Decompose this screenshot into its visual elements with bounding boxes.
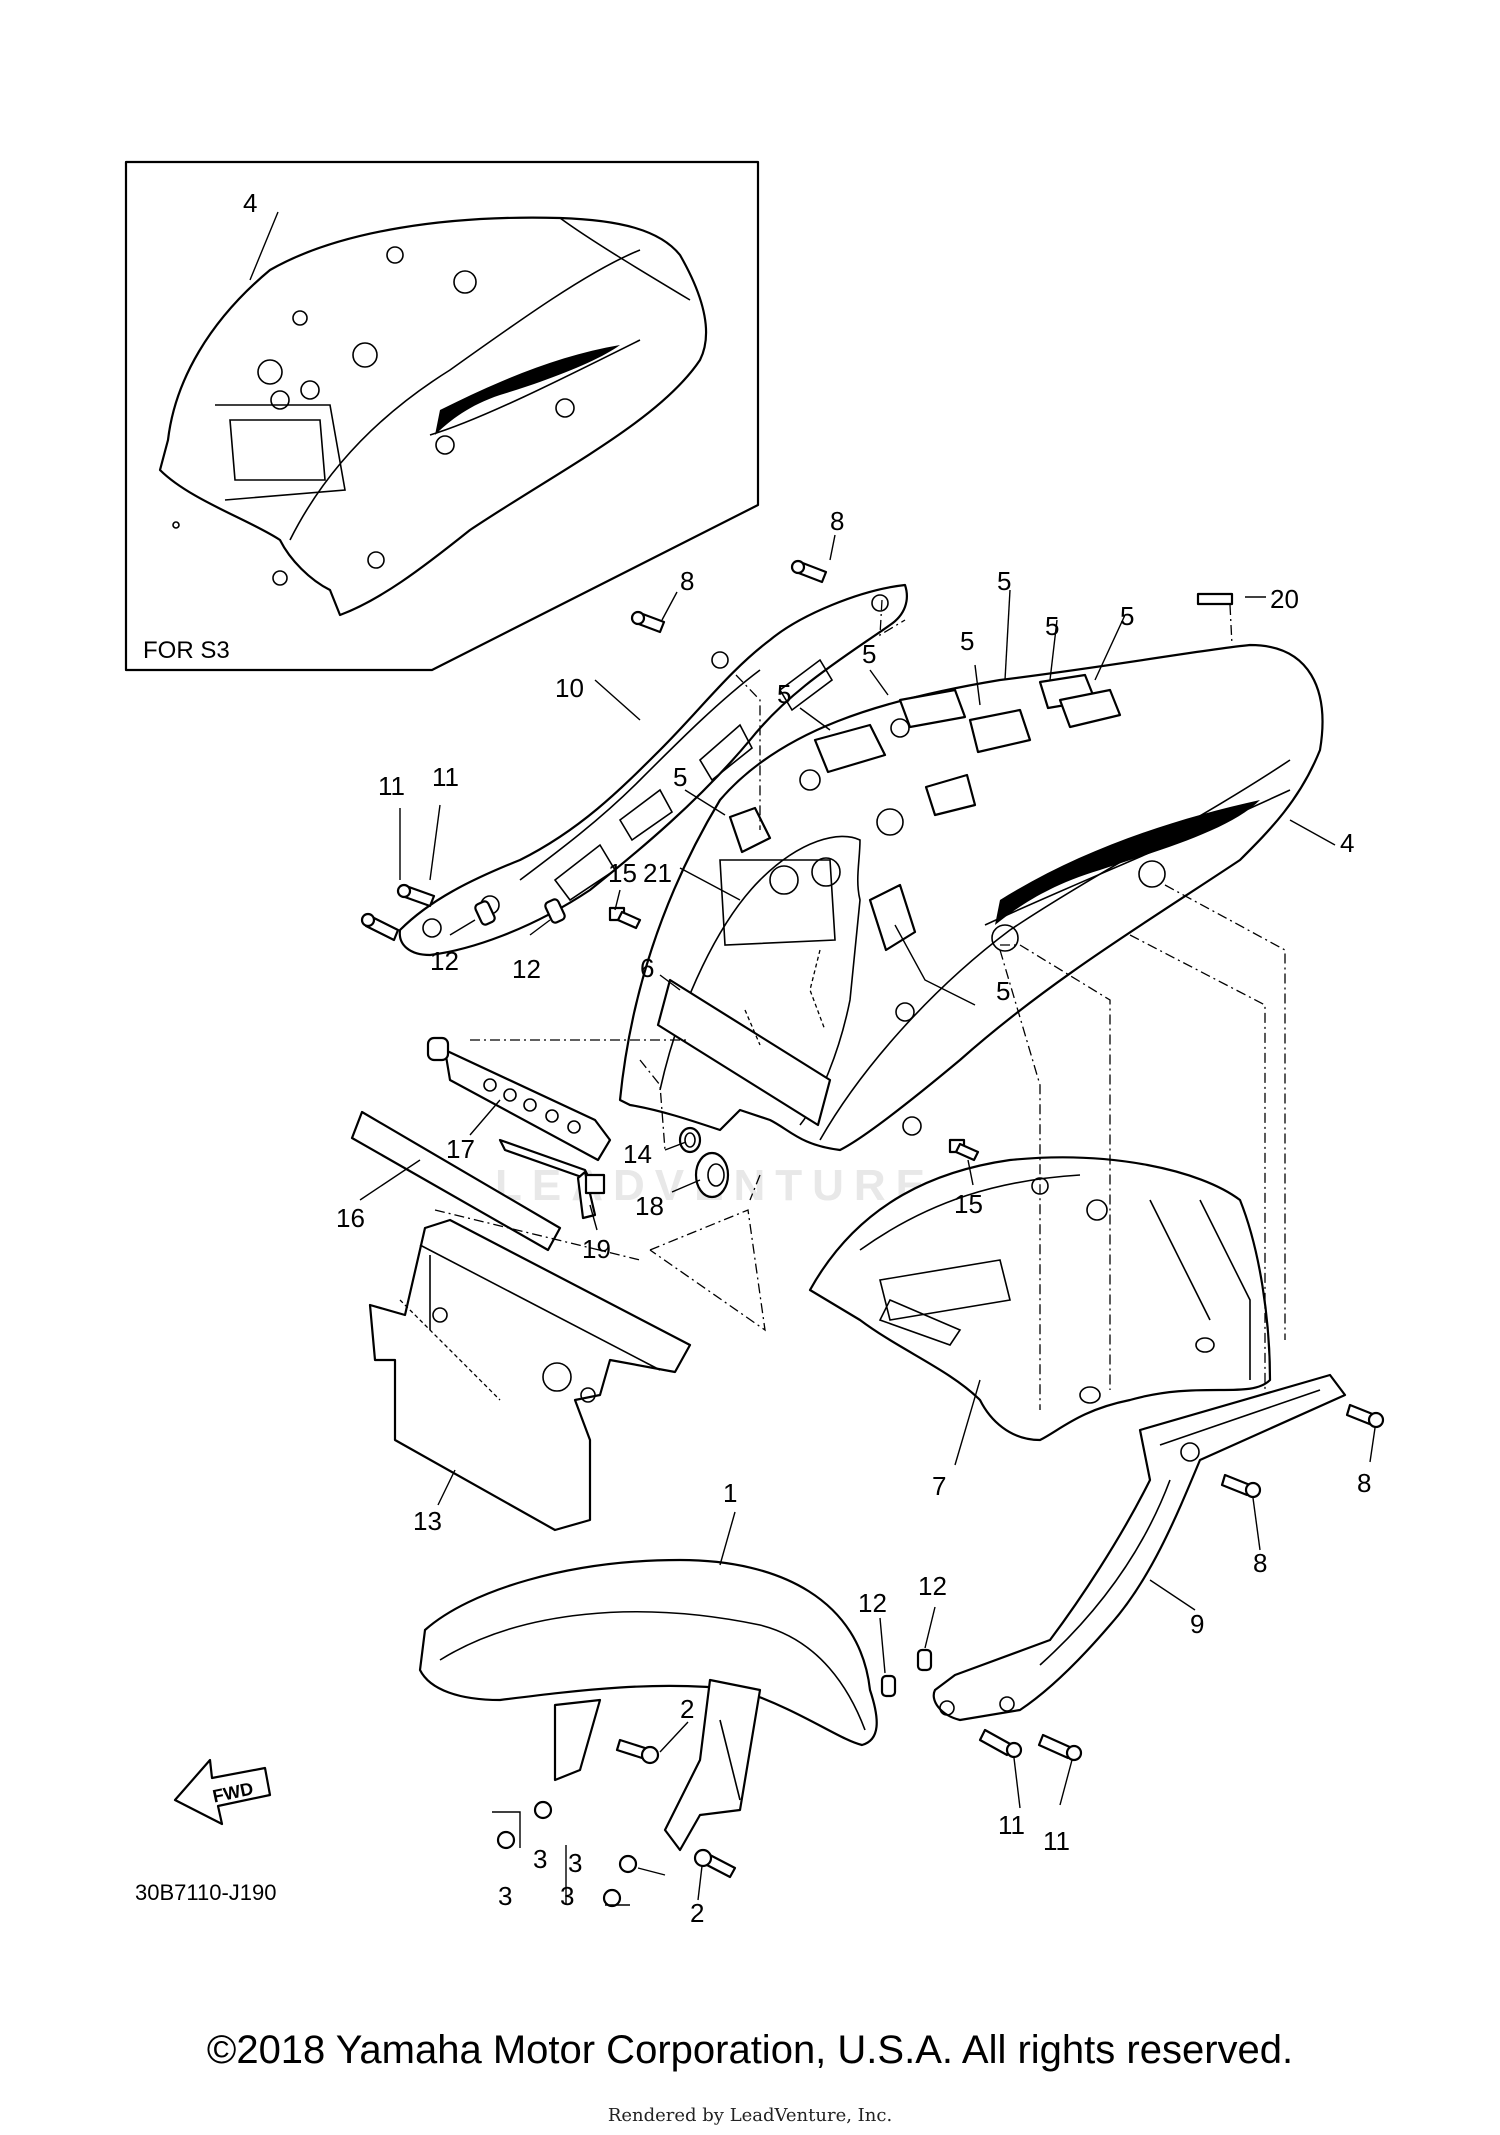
callout-12d: 12 bbox=[918, 1571, 947, 1601]
callout-7: 7 bbox=[932, 1471, 946, 1501]
callout-5a: 5 bbox=[997, 566, 1011, 596]
callouts: 8 8 20 5 5 5 5 5 5 5 5 10 11 11 4 21 15 … bbox=[336, 506, 1371, 1928]
callout-10: 10 bbox=[555, 673, 584, 703]
callout-11a: 11 bbox=[378, 771, 405, 801]
stay-9-part bbox=[932, 1373, 1347, 1722]
callout-3b: 3 bbox=[533, 1844, 547, 1874]
plate-16-part bbox=[350, 1110, 562, 1252]
callout-1: 1 bbox=[723, 1478, 737, 1508]
bolt-8-lower-mid bbox=[1220, 1473, 1262, 1499]
bolt-8-lower-right bbox=[1345, 1403, 1385, 1429]
callout-5d: 5 bbox=[960, 626, 974, 656]
collar-12-lower-right bbox=[916, 1648, 933, 1672]
callout-14: 14 bbox=[623, 1139, 652, 1169]
callout-15a: 15 bbox=[608, 858, 637, 888]
inset-box: 4 FOR S3 bbox=[124, 160, 760, 672]
bolt-3-b bbox=[496, 1830, 516, 1850]
bolt-11-left bbox=[360, 912, 400, 942]
bolt-8-upper-left bbox=[630, 610, 666, 634]
callout-17: 17 bbox=[446, 1134, 475, 1164]
grommet-18 bbox=[694, 1151, 730, 1199]
license-bracket-13-part bbox=[368, 1218, 692, 1532]
callout-15b: 15 bbox=[954, 1189, 983, 1219]
collar-12-lower-left bbox=[880, 1674, 897, 1698]
callout-2b: 2 bbox=[690, 1898, 704, 1928]
bolt-15-lower bbox=[948, 1138, 980, 1162]
grommet-14 bbox=[678, 1126, 702, 1154]
callout-11d: 11 bbox=[1043, 1826, 1070, 1856]
callout-4: 4 bbox=[1340, 828, 1354, 858]
collar-12-right bbox=[544, 898, 566, 924]
callout-5g: 5 bbox=[673, 762, 687, 792]
decal-20-part bbox=[1196, 592, 1234, 606]
rear-fender-part bbox=[618, 643, 1324, 1152]
callout-9: 9 bbox=[1190, 1609, 1204, 1639]
callout-8b: 8 bbox=[680, 566, 694, 596]
collar-12-left bbox=[474, 900, 496, 926]
bolt-11-lower-right bbox=[1037, 1733, 1083, 1762]
grab-bar-part bbox=[398, 583, 908, 957]
bolt-2-lower bbox=[693, 1848, 737, 1879]
callout-16: 16 bbox=[336, 1203, 365, 1233]
inset-label: FOR S3 bbox=[143, 637, 230, 664]
diagram-code: 30B7110-J190 bbox=[135, 1880, 277, 1905]
inset-rear-fender-part bbox=[158, 216, 708, 617]
callout-5e: 5 bbox=[862, 639, 876, 669]
callout-5h: 5 bbox=[996, 976, 1010, 1006]
callout-12b: 12 bbox=[512, 954, 541, 984]
washer-15 bbox=[902, 1116, 922, 1136]
leader-lines bbox=[359, 534, 1376, 1901]
callout-2a: 2 bbox=[680, 1694, 694, 1724]
plate-6-part bbox=[656, 978, 832, 1127]
bolt-11-right bbox=[396, 883, 436, 908]
bolt-8-upper-right bbox=[790, 559, 828, 584]
callout-13: 13 bbox=[413, 1506, 442, 1536]
copyright-notice: ©2018 Yamaha Motor Corporation, U.S.A. A… bbox=[206, 2028, 1294, 2072]
callout-18: 18 bbox=[635, 1191, 664, 1221]
callout-3a: 3 bbox=[498, 1881, 512, 1911]
callout-12a: 12 bbox=[430, 946, 459, 976]
callout-3c: 3 bbox=[568, 1848, 582, 1878]
callout-20: 20 bbox=[1270, 584, 1299, 614]
bolt-11-lower-left bbox=[978, 1728, 1023, 1759]
front-fender-1-part bbox=[418, 1558, 878, 1852]
bolt-15-upper bbox=[608, 906, 642, 930]
callout-5b: 5 bbox=[1045, 611, 1059, 641]
callout-4-inset: 4 bbox=[243, 188, 257, 218]
callout-21: 21 bbox=[643, 858, 672, 888]
bolt-2-upper bbox=[615, 1738, 660, 1765]
bolt-3-a bbox=[533, 1800, 553, 1820]
callout-8d: 8 bbox=[1253, 1548, 1267, 1578]
callout-8a: 8 bbox=[830, 506, 844, 536]
bolt-3-c bbox=[618, 1854, 638, 1874]
callout-12c: 12 bbox=[858, 1588, 887, 1618]
callout-5c: 5 bbox=[1120, 601, 1134, 631]
callout-19: 19 bbox=[582, 1234, 611, 1264]
callout-5f: 5 bbox=[777, 679, 791, 709]
callout-8c: 8 bbox=[1357, 1468, 1371, 1498]
bolt-3-d bbox=[602, 1888, 622, 1908]
assembly-lines bbox=[399, 599, 1286, 1410]
fwd-arrow-icon: FWD bbox=[173, 1758, 272, 1826]
callout-11b: 11 bbox=[432, 762, 459, 792]
callout-6: 6 bbox=[640, 953, 654, 983]
callout-3d: 3 bbox=[560, 1881, 574, 1911]
rendered-by-notice: Rendered by LeadVenture, Inc. bbox=[607, 2105, 893, 2126]
bracket-17-part bbox=[426, 1036, 612, 1162]
callout-11c: 11 bbox=[998, 1810, 1025, 1840]
